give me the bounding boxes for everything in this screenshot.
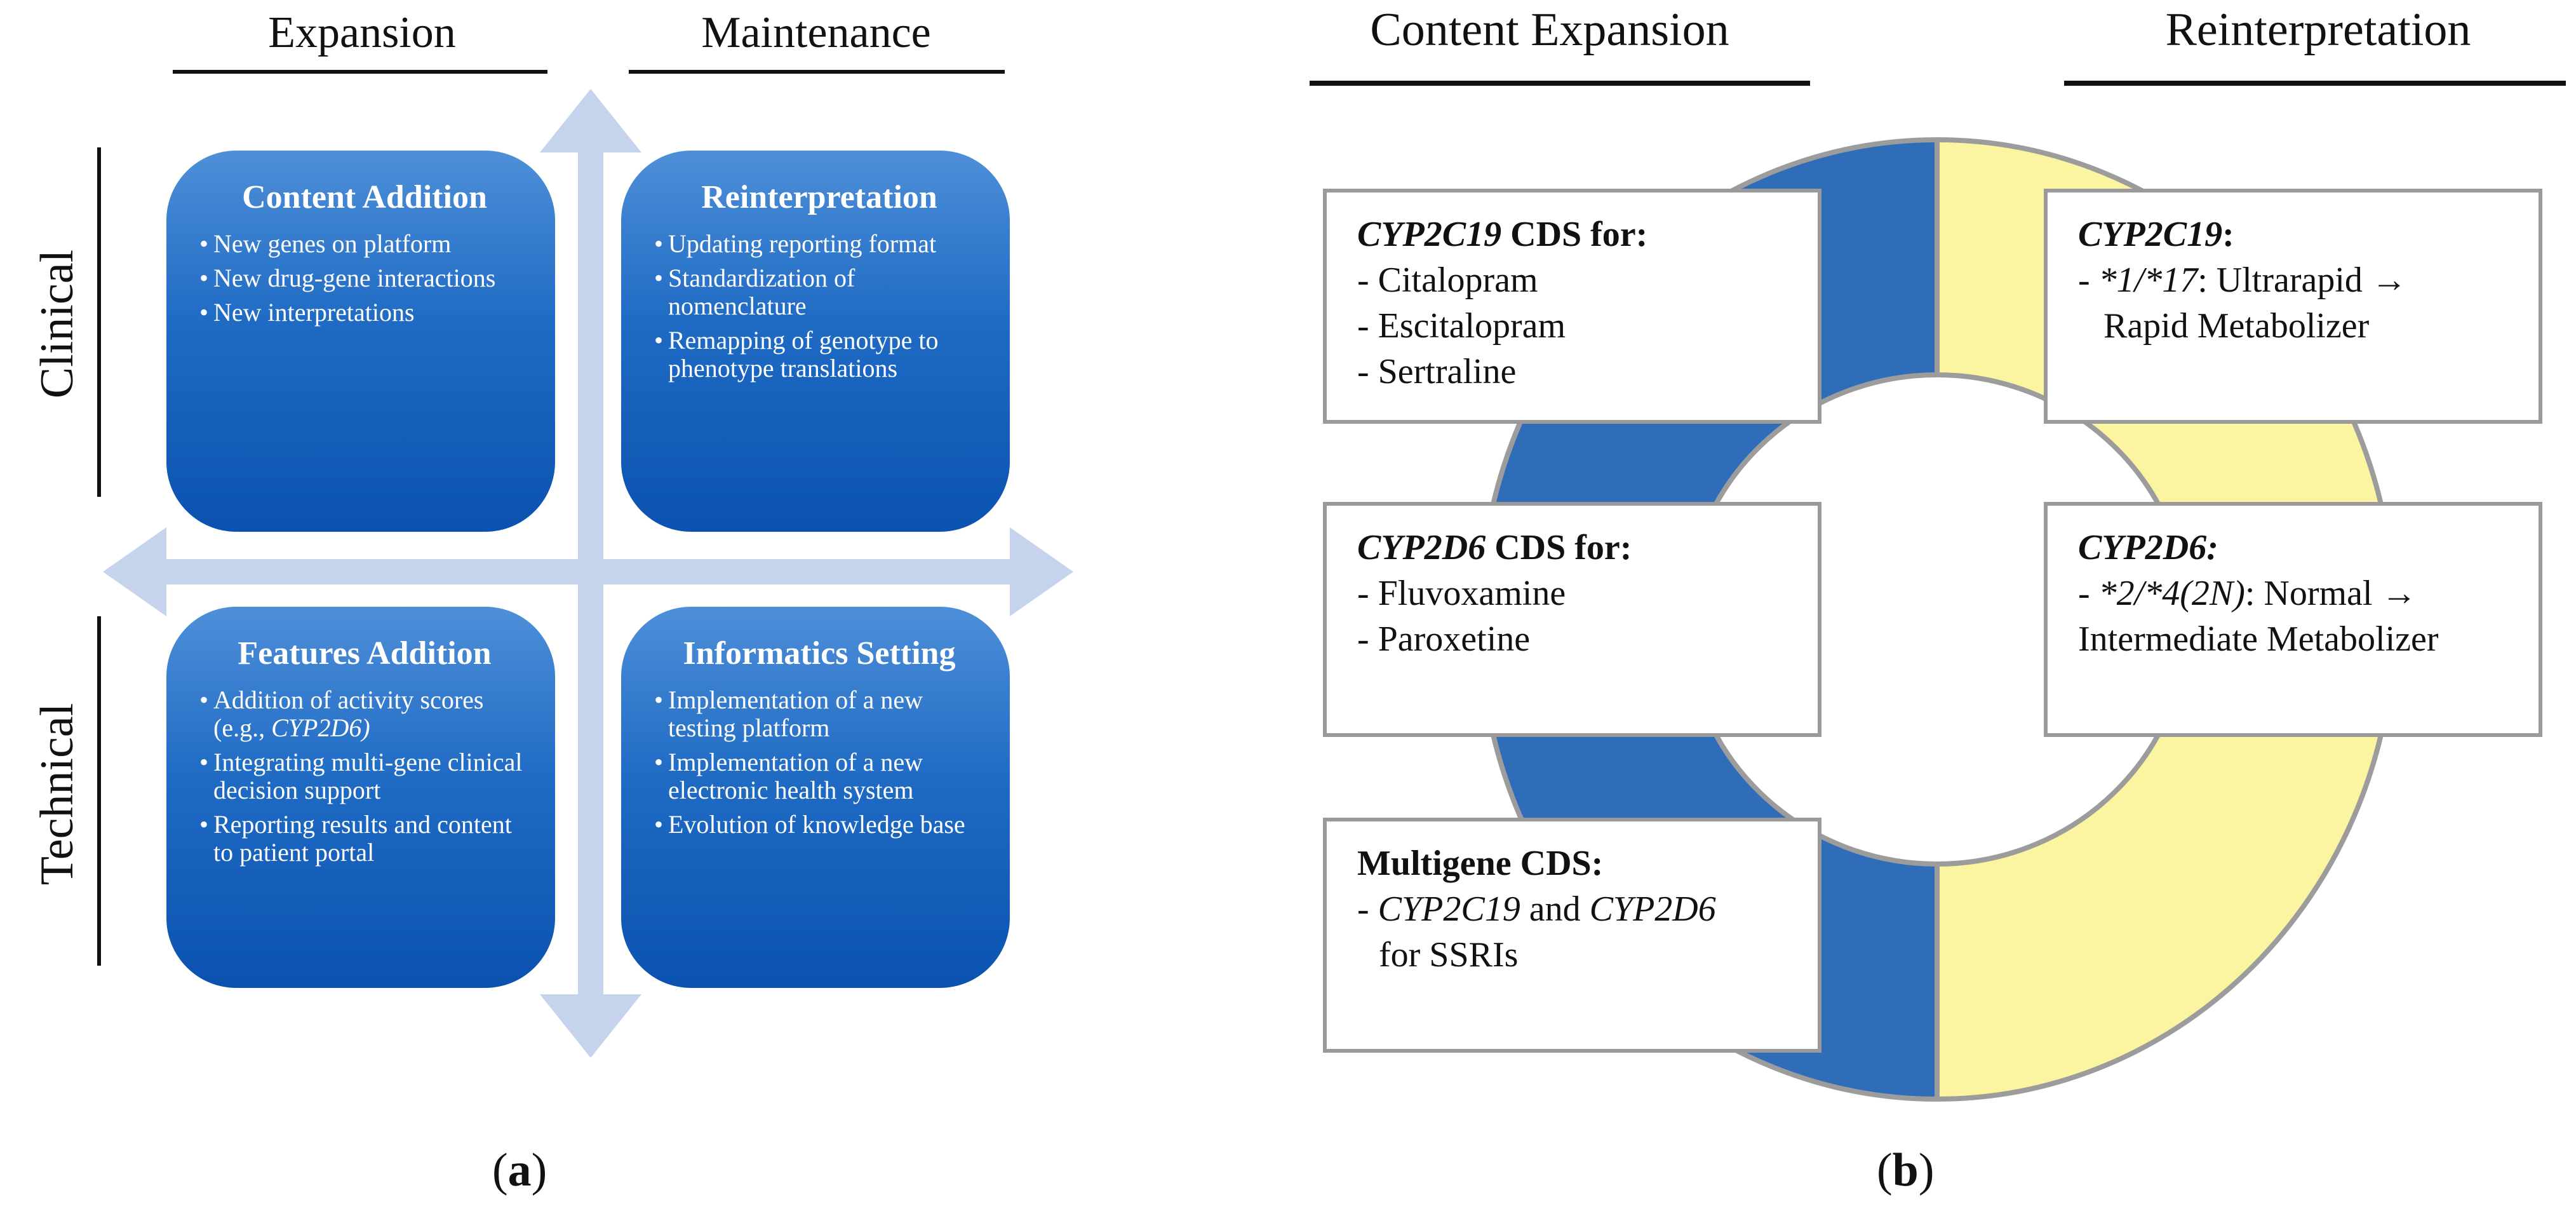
allele: *1/*17: [2098, 260, 2198, 300]
box-multigene-cds: Multigene CDS: - CYP2C19 and CYP2D6 for …: [1323, 818, 1821, 1053]
caption-paren-close: ): [1918, 1144, 1935, 1196]
arrow-left: [103, 527, 591, 616]
box-cyp2d6-reinterpretation: CYP2D6: - *2/*4(2N): Normal → Intermedia…: [2044, 502, 2542, 737]
gene-name: CYP2C19: [1357, 215, 1502, 254]
box-line: for SSRIs: [1379, 935, 1519, 975]
phenotype-change: : Ultrarapid →: [2197, 260, 2407, 300]
row-rule-technical: [97, 616, 101, 966]
quadrant-title: Reinterpretation: [701, 179, 937, 215]
drug-item: - Fluvoxamine: [1357, 574, 1566, 613]
row-header-clinical: Clinical: [31, 249, 83, 399]
gene-name: CYP2D6): [271, 713, 370, 742]
drug-item: - Citalopram: [1357, 260, 1538, 300]
caption-paren-close: ): [531, 1144, 547, 1196]
quadrant-list: Addition of activity scores (e.g., CYP2D…: [199, 686, 530, 867]
column-header-maintenance: Maintenance: [701, 8, 931, 57]
cross-arrows: [103, 89, 1073, 1058]
caption-paren-open: (: [1877, 1144, 1893, 1196]
row-rule-clinical: [97, 147, 101, 497]
gene-name: CYP2C19: [2078, 215, 2223, 254]
gene-name: CYP2D6: [1589, 889, 1716, 929]
rule-content-expansion: [1310, 81, 1810, 86]
header-reinterpretation: Reinterpretation: [2165, 4, 2471, 56]
list-item: Updating reporting format: [654, 230, 984, 259]
box-line: - *1/*17: Ultrarapid →: [2078, 257, 2522, 303]
list-item: New drug-gene interactions: [199, 264, 530, 293]
box-cyp2c19-cds: CYP2C19 CDS for: - Citalopram - Escitalo…: [1323, 189, 1821, 424]
caption-paren-open: (: [492, 1144, 508, 1196]
box-title: CYP2D6:: [2078, 525, 2522, 571]
arrow-right: [591, 527, 1073, 616]
box-cyp2d6-cds: CYP2D6 CDS for: - Fluvoxamine - Paroxeti…: [1323, 502, 1821, 737]
drug-item: - Paroxetine: [1357, 619, 1531, 659]
caption-letter: b: [1892, 1144, 1919, 1196]
box-title: CYP2C19:: [2078, 212, 2522, 257]
column-header-expansion: Expansion: [268, 8, 456, 57]
list-item: Remapping of genotype to phenotype trans…: [654, 327, 984, 382]
drug-item: - Sertraline: [1357, 352, 1517, 391]
list-item: Reporting results and content to patient…: [199, 811, 530, 867]
column-rule-expansion: [173, 70, 547, 74]
quadrant-features-addition: Features Addition Addition of activity s…: [166, 607, 555, 988]
list-item: Standardization of nomenclature: [654, 264, 984, 320]
title-text: CDS for:: [1486, 528, 1632, 567]
arrow-up: [540, 89, 641, 565]
list-item: Evolution of knowledge base: [654, 811, 984, 839]
quadrant-title: Informatics Setting: [683, 635, 956, 672]
quadrant-list: New genes on platform New drug-gene inte…: [199, 230, 530, 327]
quadrant-reinterpretation: Reinterpretation Updating reporting form…: [621, 151, 1010, 532]
dash: -: [2078, 260, 2099, 300]
quadrant-content-addition: Content Addition New genes on platform N…: [166, 151, 555, 532]
panel-a-caption: (a): [492, 1144, 547, 1198]
dash: -: [1357, 889, 1378, 929]
list-item-text: Addition of activity scores (e.g.,: [213, 686, 484, 742]
box-title: CYP2D6 CDS for:: [1357, 525, 1801, 571]
box-line: - *2/*4(2N): Normal →: [2078, 571, 2522, 616]
gene-name: CYP2D6:: [2078, 528, 2218, 567]
list-item: Implementation of a new electronic healt…: [654, 748, 984, 804]
caption-letter: a: [507, 1144, 532, 1196]
box-line: - CYP2C19 and CYP2D6: [1357, 886, 1801, 932]
arrow-down: [540, 565, 641, 1058]
quadrant-list: Implementation of a new testing platform…: [654, 686, 984, 839]
list-item: Implementation of a new testing platform: [654, 686, 984, 742]
allele: *2/*4(2N): [2098, 574, 2245, 613]
conjunction: and: [1520, 889, 1590, 929]
quadrant-informatics-setting: Informatics Setting Implementation of a …: [621, 607, 1010, 988]
list-item: New genes on platform: [199, 230, 530, 259]
column-rule-maintenance: [629, 70, 1005, 74]
list-item: Integrating multi-gene clinical decision…: [199, 748, 530, 804]
list-item: New interpretations: [199, 299, 530, 327]
quadrant-title: Content Addition: [242, 179, 487, 215]
row-header-technical: Technical: [31, 703, 83, 886]
panel-b-caption: (b): [1877, 1144, 1934, 1198]
drug-item: - Escitalopram: [1357, 306, 1566, 346]
box-cyp2c19-reinterpretation: CYP2C19: - *1/*17: Ultrarapid → Rapid Me…: [2044, 189, 2542, 424]
quadrant-list: Updating reporting format Standardizatio…: [654, 230, 984, 382]
header-content-expansion: Content Expansion: [1370, 4, 1729, 56]
box-line: Intermediate Metabolizer: [2078, 619, 2439, 659]
title-colon: :: [2222, 215, 2234, 254]
title-text: CDS for:: [1501, 215, 1648, 254]
box-title: Multigene CDS:: [1357, 844, 1604, 883]
quadrant-title: Features Addition: [238, 635, 492, 672]
gene-name: CYP2C19: [1378, 889, 1520, 929]
gene-name: CYP2D6: [1357, 528, 1486, 567]
list-item: Addition of activity scores (e.g., CYP2D…: [199, 686, 530, 742]
box-line: Rapid Metabolizer: [2103, 306, 2370, 346]
phenotype-change: : Normal →: [2244, 574, 2417, 613]
dash: -: [2078, 574, 2099, 613]
rule-reinterpretation: [2064, 81, 2566, 86]
box-title: CYP2C19 CDS for:: [1357, 212, 1801, 257]
